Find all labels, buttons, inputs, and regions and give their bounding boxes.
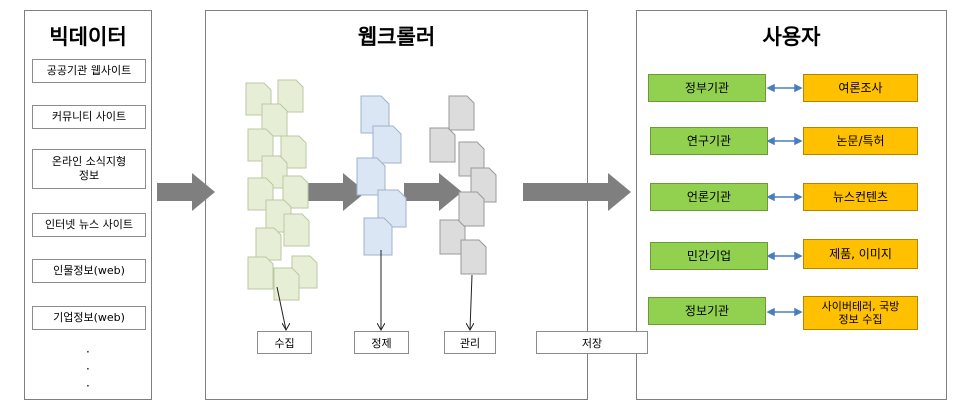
manage-pointer — [470, 274, 472, 330]
collected-documents — [245, 79, 318, 301]
org-research: 연구기관 — [650, 127, 768, 155]
storage-label: 저장 — [536, 331, 648, 354]
flow-arrow-refine-to-manage — [404, 173, 462, 211]
source-online-newsletter: 온라인 소식지형 정보 — [32, 149, 146, 189]
org-press: 언론기관 — [650, 183, 768, 211]
org-government: 정부기관 — [648, 74, 766, 102]
ellipsis-dot-2: · — [86, 362, 90, 376]
flow-arrow-sources-to-crawler — [157, 173, 215, 211]
stage-collect-label: 수집 — [257, 331, 312, 354]
stage-manage-label: 관리 — [444, 331, 496, 354]
source-internet-news: 인터넷 뉴스 사이트 — [32, 213, 146, 237]
refined-documents — [356, 95, 407, 256]
managed-documents — [429, 95, 497, 275]
use-opinion-poll: 여론조사 — [803, 74, 918, 102]
ellipsis-dot-1: · — [86, 345, 90, 359]
source-person-info: 인물정보(web) — [32, 259, 146, 283]
collect-pointer — [276, 286, 286, 330]
users-title: 사용자 — [762, 25, 821, 49]
use-cyberterror-defense: 사이버테러, 국방 정보 수집 — [803, 296, 918, 330]
source-community-site: 커뮤니티 사이트 — [32, 105, 146, 129]
ellipsis-dot-3: · — [86, 379, 90, 393]
bigdata-title: 빅데이터 — [49, 25, 127, 49]
stage-refine-label: 정제 — [354, 331, 409, 354]
flow-arrow-crawler-to-users — [523, 173, 631, 211]
use-news-content: 뉴스컨텐츠 — [803, 183, 918, 211]
use-papers-patents: 논문/특허 — [803, 127, 918, 155]
org-intelligence: 정보기관 — [648, 297, 766, 325]
org-use-links — [766, 83, 803, 317]
flow-arrow-collect-to-refine — [307, 173, 366, 211]
source-public-website: 공공기관 웹사이트 — [32, 59, 146, 83]
org-private-company: 민간기업 — [650, 242, 768, 270]
crawler-title: 웹크롤러 — [357, 25, 436, 49]
source-company-info: 기업정보(web) — [32, 306, 146, 330]
use-product-image: 제품, 이미지 — [803, 239, 918, 269]
